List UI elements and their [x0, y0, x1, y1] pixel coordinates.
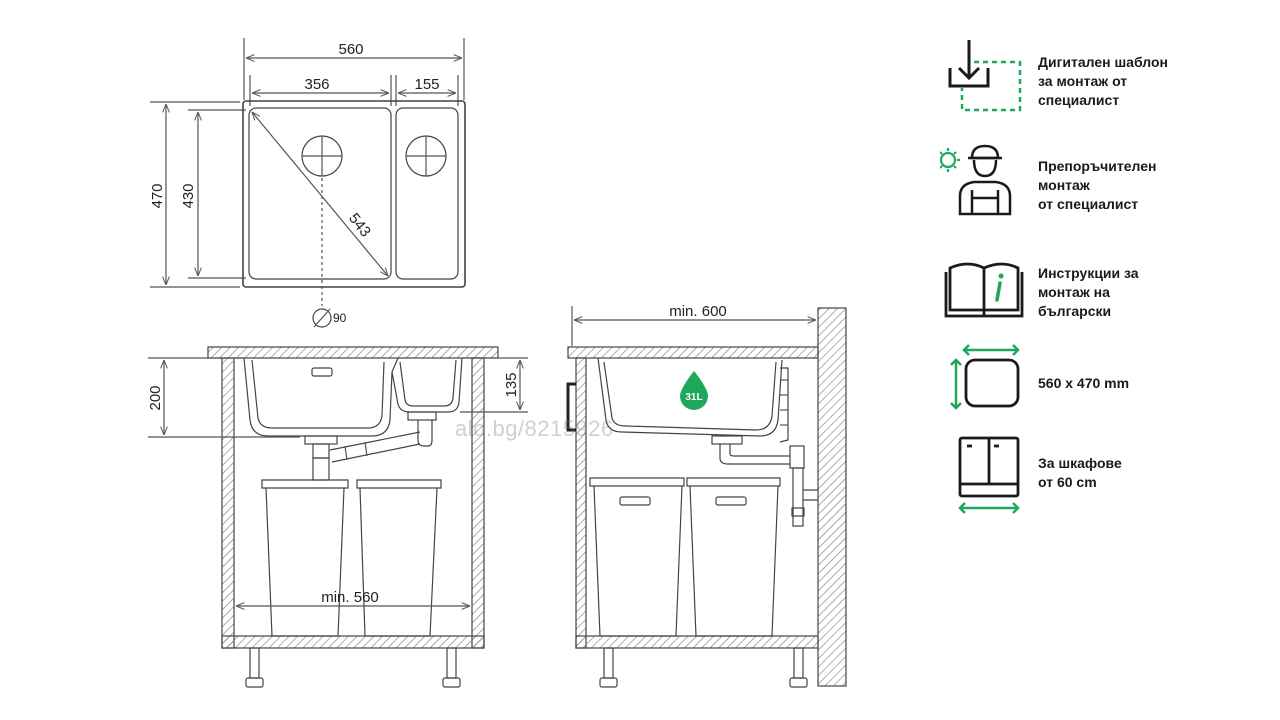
- cabinet-icon: [940, 434, 1030, 524]
- feature-line: Препоръчителен: [1038, 158, 1157, 174]
- sink-size-icon: [940, 342, 1030, 432]
- watermark: alo.bg/8215926: [455, 416, 614, 441]
- dim-overall-width: 560: [338, 41, 363, 58]
- water-drop-icon: [680, 371, 708, 410]
- dim-main-bowl-width: 356: [304, 76, 329, 93]
- dim-small-bowl-height: 135: [503, 372, 520, 397]
- feature-line: български: [1038, 303, 1112, 319]
- side-view: [566, 306, 847, 688]
- feature-sink-size: 560 x 470 mm: [940, 342, 1270, 432]
- volume-badge: 31L: [685, 392, 702, 403]
- feature-line: монтаж на: [1038, 284, 1110, 300]
- top-view: [150, 38, 466, 328]
- feature-line: Инструкции за: [1038, 265, 1139, 281]
- feature-line: от специалист: [1038, 196, 1139, 212]
- feature-recommended-install: Препоръчителен монтаж от специалист: [936, 140, 1270, 230]
- dim-diagonal: 543: [345, 210, 374, 240]
- feature-instructions: Инструкции за монтаж на български: [940, 254, 1270, 344]
- feature-line: специалист: [1038, 92, 1120, 108]
- dim-side-cabinet-min-width: min. 600: [669, 303, 727, 320]
- feature-line: За шкафове: [1038, 455, 1122, 471]
- feature-line: Дигитален шаблон: [1038, 54, 1168, 70]
- dim-drain-diameter: 90: [333, 311, 347, 325]
- front-view: [148, 346, 528, 688]
- dim-bowl-height: 200: [147, 385, 164, 410]
- feature-line: монтаж: [1038, 177, 1090, 193]
- feature-cabinet: За шкафове от 60 cm: [940, 434, 1270, 524]
- instruction-book-icon: [940, 254, 1030, 344]
- feature-line: от 60 cm: [1038, 474, 1097, 490]
- feature-digital-template: Дигитален шаблон за монтаж от специалист: [940, 36, 1270, 126]
- dim-bowl-depth: 430: [180, 183, 197, 208]
- dim-small-bowl-width: 155: [414, 76, 439, 93]
- feature-line: за монтаж от: [1038, 73, 1128, 89]
- dim-overall-depth: 470: [149, 183, 166, 208]
- download-template-icon: [940, 36, 1030, 126]
- dim-front-cabinet-min-width: min. 560: [321, 589, 379, 606]
- installer-worker-icon: [936, 140, 1030, 230]
- feature-line: 560 x 470 mm: [1038, 375, 1130, 391]
